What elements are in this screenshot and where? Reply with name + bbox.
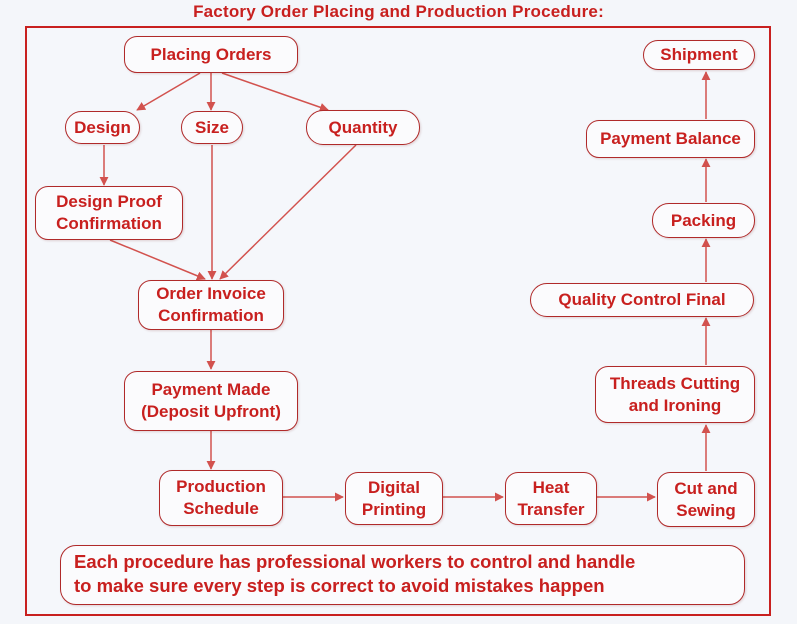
diagram-title: Factory Order Placing and Production Pro… (193, 2, 604, 21)
node-digital-printing: Digital Printing (345, 472, 443, 525)
node-design: Design (65, 111, 140, 144)
footnote-note: Each procedure has professional workers … (60, 545, 745, 605)
node-production-schedule: Production Schedule (159, 470, 283, 526)
node-threads-cutting-and-ironing: Threads Cutting and Ironing (595, 366, 755, 423)
node-quantity: Quantity (306, 110, 420, 145)
node-payment-balance: Payment Balance (586, 120, 755, 158)
node-quality-control-final: Quality Control Final (530, 283, 754, 317)
node-order-invoice-confirmation: Order Invoice Confirmation (138, 280, 284, 330)
node-payment-made: Payment Made (Deposit Upfront) (124, 371, 298, 431)
node-packing: Packing (652, 203, 755, 238)
node-cut-and-sewing: Cut and Sewing (657, 472, 755, 527)
node-placing-orders: Placing Orders (124, 36, 298, 73)
node-shipment: Shipment (643, 40, 755, 70)
node-design-proof-confirmation: Design Proof Confirmation (35, 186, 183, 240)
node-heat-transfer: Heat Transfer (505, 472, 597, 525)
node-size: Size (181, 111, 243, 144)
